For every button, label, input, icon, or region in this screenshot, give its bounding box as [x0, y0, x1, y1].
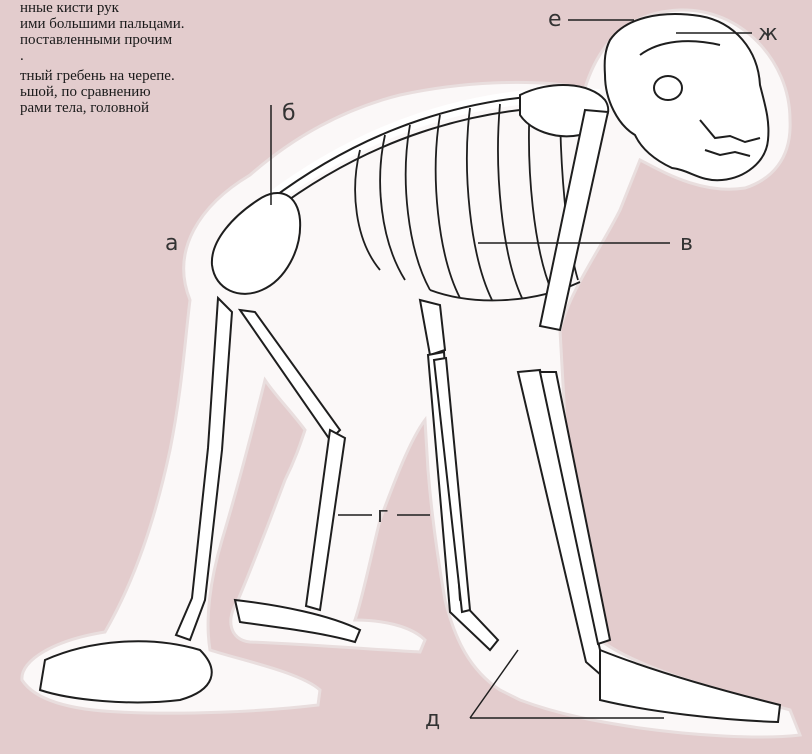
- label-v: в: [680, 231, 693, 256]
- caption-line: ими большими пальцами.: [0, 16, 262, 32]
- label-b: б: [282, 101, 296, 126]
- caption-line: тный гребень на черепе.: [0, 68, 262, 84]
- label-e: е: [548, 7, 562, 32]
- label-zh: ж: [758, 21, 778, 46]
- caption-line: рами тела, головной: [0, 100, 262, 116]
- caption-line: поставленными прочим: [0, 32, 262, 48]
- label-d: д: [425, 707, 440, 732]
- caption-line: ьшой, по сравнению: [0, 84, 262, 100]
- label-a: а: [165, 231, 178, 256]
- caption-line: нные кисти рук: [0, 0, 262, 16]
- caption-text: нные кисти рук ими большими пальцами. по…: [0, 0, 262, 116]
- caption-line: .: [0, 48, 262, 64]
- label-g: г: [377, 503, 389, 528]
